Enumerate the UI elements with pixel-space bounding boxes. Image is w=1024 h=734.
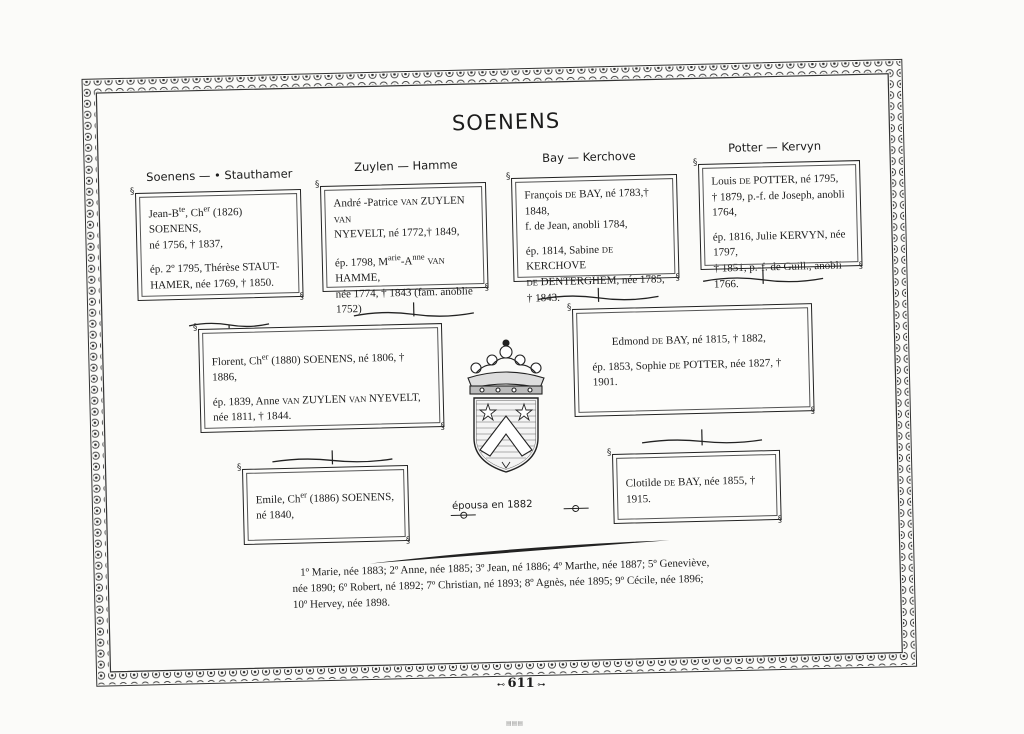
corner-ornament-icon: §	[566, 303, 572, 314]
box-emile-soenens: § § Emile, Cher (1886) SOENENS,né 1840,	[237, 463, 411, 546]
person-jean-soenens: Jean-Bte, Cher (1826) SOENENS,né 1756, †…	[148, 203, 243, 252]
coat-of-arms-icon	[467, 339, 545, 473]
corner-ornament-icon: §	[777, 514, 783, 525]
header-zuylen: Zuylen — Hamme	[354, 157, 458, 174]
spouse-anne-zuylen: ép. 1839, Anne VAN ZUYLEN VAN NYEVELT,né…	[212, 391, 421, 425]
header-bay: Bay — Kerchove	[542, 148, 636, 165]
spouse-marie-anne-hamme: ép. 1798, Marie-Anne VAN HAMME,née 1774,…	[334, 251, 473, 316]
person-edmond-de-bay: Edmond DE BAY, né 1815, † 1882,	[611, 332, 766, 349]
corner-ornament-icon: §	[314, 180, 320, 191]
corner-ornament-icon: §	[129, 187, 135, 198]
box-edmond-de-bay: § § Edmond DE BAY, né 1815, † 1882, ép. …	[567, 303, 815, 417]
corner-ornament-icon: §	[440, 421, 446, 433]
box-potter-kervyn: § § Louis DE POTTER, né 1795,† 1879, p.-…	[693, 158, 863, 290]
spouse-therese-stauthamer: ép. 2º 1795, Thérèse STAUT-HAMER, née 17…	[149, 260, 280, 292]
person-louis-de-potter: Louis DE POTTER, né 1795,† 1879, p.-f. d…	[711, 172, 845, 219]
corner-ornament-icon: §	[236, 463, 242, 474]
corner-ornament-icon: §	[484, 282, 490, 294]
corner-ornament-icon: §	[858, 260, 864, 272]
person-francois-de-bay: François DE BAY, né 1783,† 1848,f. de Je…	[524, 186, 649, 233]
box-clotilde-de-bay: § § Clotilde DE BAY, née 1855, † 1915.	[607, 448, 782, 525]
person-florent-soenens: Florent, Cher (1880) SOENENS, né 1806, †…	[211, 351, 405, 384]
spouse-sophie-de-potter: ép. 1853, Sophie DE POTTER, née 1827, † …	[592, 356, 782, 389]
page-number: ⊷ 611 ⊶	[497, 676, 546, 691]
corner-ornament-icon: §	[810, 406, 816, 417]
page-ornament-left-icon: ⊷	[497, 680, 508, 689]
married-label: épousa en 1882	[451, 499, 533, 512]
corner-ornament-icon: §	[192, 323, 198, 334]
person-clotilde-de-bay: Clotilde DE BAY, née 1855, † 1915.	[625, 474, 756, 506]
corner-ornament-icon: §	[606, 448, 612, 459]
box-florent-soenens: § § Florent, Cher (1880) SOENENS, né 180…	[193, 323, 445, 433]
spouse-julie-kervyn: ép. 1816, Julie KERVYN, née 1797,† 1851,…	[712, 228, 846, 291]
page-title: SOENENS	[451, 108, 561, 136]
corner-ornament-icon: §	[505, 172, 511, 183]
box-bay-kerchove: § § François DE BAY, né 1783,† 1848,f. d…	[506, 172, 680, 304]
scan-mark-icon: ▤▤▤	[506, 720, 524, 727]
person-emile-soenens: Emile, Cher (1886) SOENENS,né 1840,	[255, 489, 395, 522]
corner-ornament-icon: §	[299, 291, 305, 303]
corner-ornament-icon: §	[692, 158, 698, 169]
box-soenens-stauthamer: § § Jean-Bte, Cher (1826) SOENENS,né 175…	[130, 187, 304, 302]
corner-ornament-icon: §	[675, 272, 681, 284]
header-potter: Potter — Kervyn	[728, 138, 822, 155]
page-ornament-right-icon: ⊶	[534, 680, 546, 689]
corner-ornament-icon: §	[405, 535, 411, 547]
